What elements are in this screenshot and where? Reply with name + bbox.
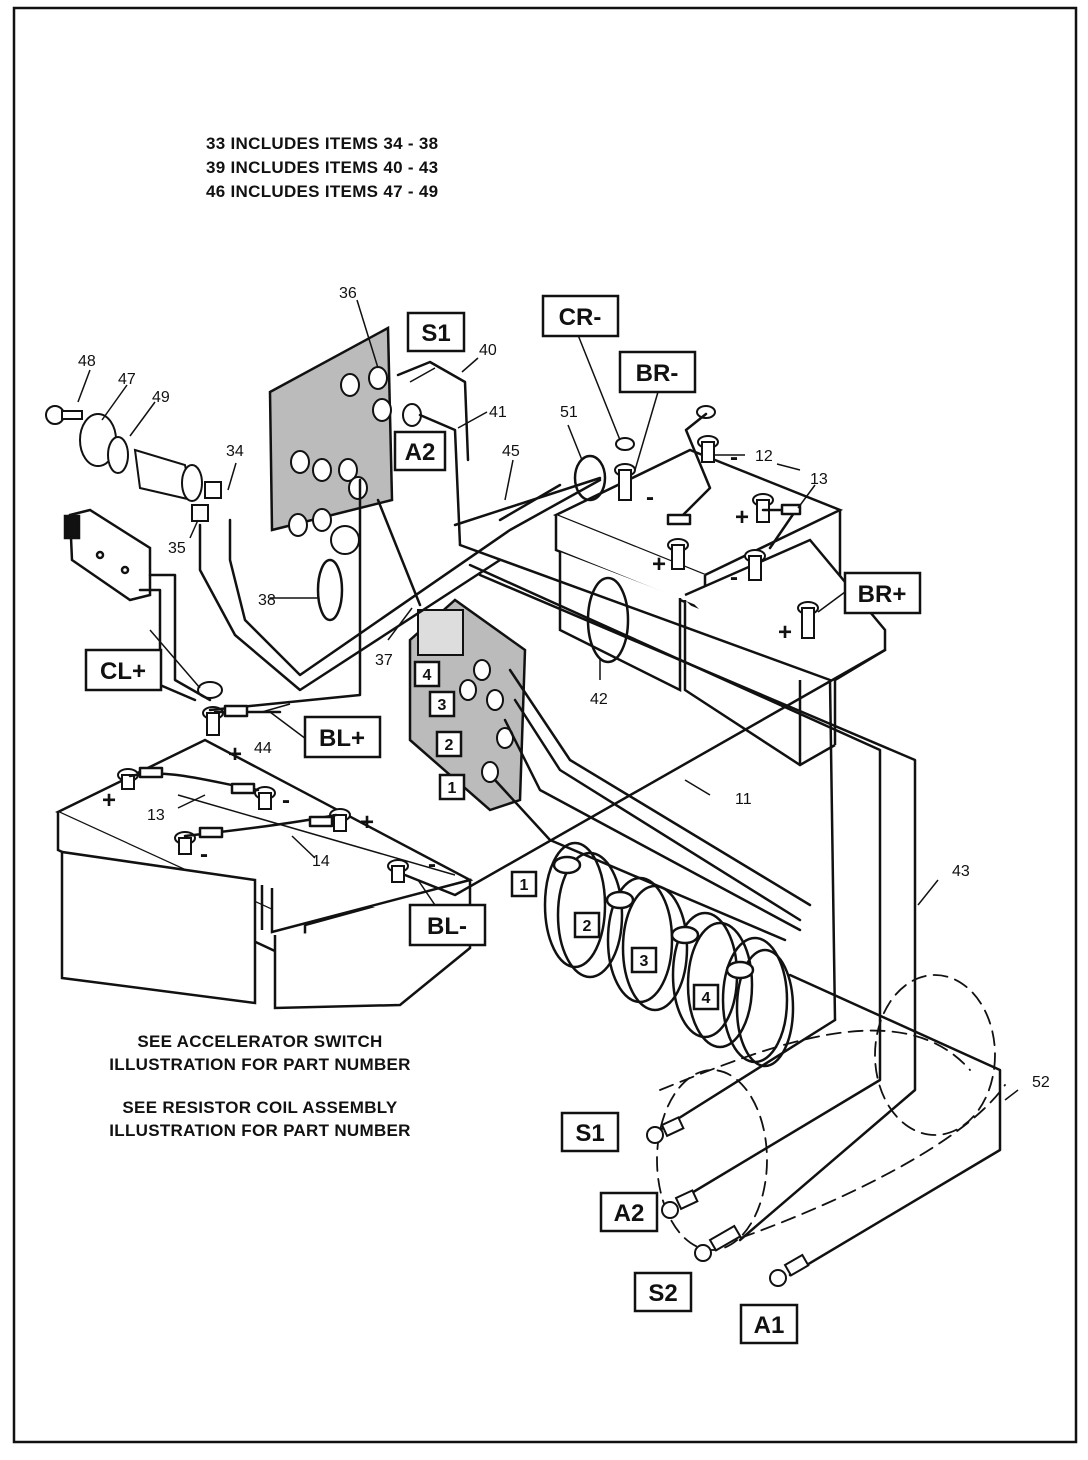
part-number-42: 42 — [590, 691, 608, 708]
terminal-label-s1-top: S1 — [421, 320, 450, 347]
polarity-marks: + + - + - - - - + + - + — [102, 444, 792, 878]
part-number-44: 44 — [254, 740, 272, 757]
left-battery-pair — [55, 738, 474, 1010]
part-number-51: 51 — [560, 404, 578, 421]
right-battery-jumpers — [666, 412, 802, 550]
terminal-label-a2-top: A2 — [405, 439, 436, 466]
part-number-52: 52 — [1032, 1074, 1050, 1091]
part-number-13-right: 13 — [810, 471, 828, 488]
br-plus-box — [843, 571, 922, 615]
bl-plus-box — [303, 715, 382, 759]
part-number-texts: 11 12 13 13 14 34 35 36 37 38 40 41 42 4… — [78, 285, 1050, 1091]
resistor-note-line-2: ILLUSTRATION FOR PART NUMBER — [109, 1121, 411, 1140]
part-number-47: 47 — [118, 371, 136, 388]
polarity-minus: - — [428, 851, 436, 878]
motor-outline — [656, 974, 1006, 1251]
part-number-14: 14 — [312, 853, 330, 870]
part-number-38: 38 — [258, 592, 276, 609]
cr-minus-box — [541, 294, 620, 338]
terminal-label-bl-plus: BL+ — [319, 725, 365, 752]
left-battery-posts — [117, 681, 409, 883]
polarity-plus: + — [360, 809, 374, 836]
s1-top-box — [406, 311, 466, 353]
polarity-plus: + — [102, 787, 116, 814]
motor-terminal-lugs — [646, 1116, 810, 1287]
polarity-plus: + — [778, 619, 792, 646]
right-battery-posts — [614, 405, 819, 639]
part-number-45: 45 — [502, 443, 520, 460]
switch-number-texts: 4 3 2 1 1 2 3 4 — [423, 667, 711, 1007]
includes-note-1: 33 INCLUDES ITEMS 34 - 38 — [206, 134, 439, 153]
terminal-label-br-minus: BR- — [636, 360, 679, 387]
terminal-label-s2-motor: S2 — [648, 1280, 677, 1307]
terminal-label-texts: S1 A2 CR- BR- BR+ CL+ BL+ BL- S1 A2 S2 A… — [100, 304, 906, 1339]
leader-lines — [77, 299, 1019, 1101]
part-number-12: 12 — [755, 448, 773, 465]
page-frame — [12, 6, 1078, 1444]
accelerator-note-line-2: ILLUSTRATION FOR PART NUMBER — [109, 1055, 411, 1074]
terminal-label-s1-motor: S1 — [575, 1120, 604, 1147]
controller-plate — [268, 325, 422, 555]
polarity-plus: + — [735, 504, 749, 531]
resistor-switch-panel — [408, 598, 527, 812]
includes-note-2: 39 INCLUDES ITEMS 40 - 43 — [206, 158, 439, 177]
label-boxes — [84, 294, 922, 1345]
accelerator-note-line-1: SEE ACCELERATOR SWITCH — [137, 1032, 383, 1051]
part-number-36: 36 — [339, 285, 357, 302]
part-number-13-left: 13 — [147, 807, 165, 824]
polarity-minus: - — [200, 841, 208, 868]
polarity-plus: + — [652, 551, 666, 578]
switch-number-3: 3 — [438, 697, 447, 714]
s1-motor-box — [560, 1111, 620, 1153]
polarity-minus: - — [282, 787, 290, 814]
part-number-48: 48 — [78, 353, 96, 370]
polarity-minus: - — [646, 484, 654, 511]
a2-motor-box — [599, 1191, 659, 1233]
part-number-43: 43 — [952, 863, 970, 880]
coil-number-2: 2 — [583, 918, 592, 935]
terminal-label-cr-minus: CR- — [559, 304, 602, 331]
part-number-34: 34 — [226, 443, 244, 460]
switch-number-2: 2 — [445, 737, 454, 754]
wire-harness — [138, 360, 1002, 1277]
terminal-label-a2-motor: A2 — [614, 1200, 645, 1227]
bl-minus-box — [408, 903, 487, 947]
part-number-37: 37 — [375, 652, 393, 669]
polarity-minus: - — [730, 564, 738, 591]
part-number-35: 35 — [168, 540, 186, 557]
resistor-note-line-1: SEE RESISTOR COIL ASSEMBLY — [122, 1098, 398, 1117]
terminal-label-a1-motor: A1 — [754, 1312, 785, 1339]
a2-top-box — [393, 430, 447, 472]
resistor-coils — [543, 841, 795, 1068]
a1-motor-box — [739, 1303, 799, 1345]
accelerator-connector — [63, 508, 152, 602]
terminal-label-br-plus: BR+ — [858, 581, 907, 608]
terminal-label-cl-plus: CL+ — [100, 658, 146, 685]
includes-note-3: 46 INCLUDES ITEMS 47 - 49 — [206, 182, 439, 201]
cl-plus-box — [84, 648, 163, 692]
coil-number-3: 3 — [640, 953, 649, 970]
coil-number-1: 1 — [520, 877, 529, 894]
polarity-plus: + — [228, 741, 242, 768]
part-number-40: 40 — [479, 342, 497, 359]
part-number-11: 11 — [735, 791, 752, 808]
br-minus-box — [618, 350, 697, 394]
terminal-label-bl-minus: BL- — [427, 913, 467, 940]
coil-number-4: 4 — [702, 990, 711, 1007]
s2-motor-box — [633, 1271, 693, 1313]
right-battery-pair — [552, 448, 887, 767]
polarity-minus: - — [730, 444, 738, 471]
part-number-49: 49 — [152, 389, 170, 406]
switch-number-4: 4 — [423, 667, 432, 684]
key-switch — [45, 405, 222, 522]
left-battery-jumpers — [128, 766, 338, 839]
part-number-41: 41 — [489, 404, 507, 421]
switch-number-1: 1 — [448, 780, 457, 797]
